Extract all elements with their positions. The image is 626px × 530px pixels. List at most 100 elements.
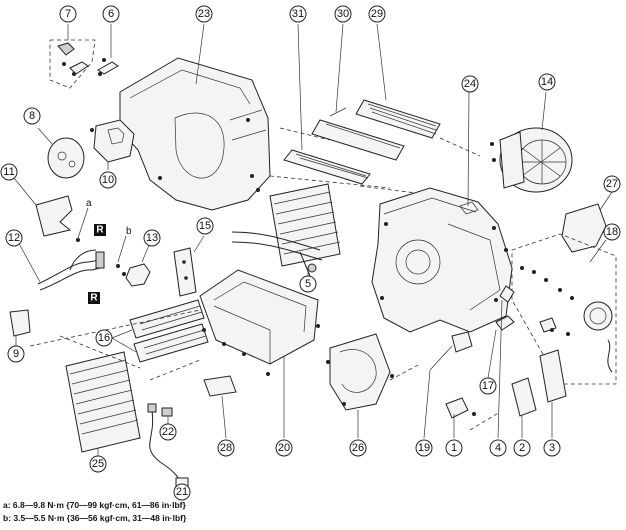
part-24-main-case bbox=[371, 91, 513, 333]
svg-text:R: R bbox=[96, 225, 104, 236]
callout-31: 31 bbox=[289, 5, 307, 23]
svg-text:26: 26 bbox=[352, 442, 364, 454]
callout-4: 4 bbox=[489, 439, 507, 457]
part-20-lower-case bbox=[199, 269, 320, 438]
callout-7: 7 bbox=[59, 5, 77, 23]
callout-10: 10 bbox=[99, 171, 117, 189]
callout-9: 9 bbox=[7, 345, 25, 363]
part-15-bracket bbox=[173, 235, 205, 297]
marker-b bbox=[117, 235, 127, 263]
part-12-pipe bbox=[15, 237, 105, 291]
part-26-duct bbox=[326, 333, 394, 438]
svg-text:20: 20 bbox=[278, 442, 290, 454]
svg-text:15: 15 bbox=[199, 220, 211, 232]
part-1-duct-piece bbox=[445, 397, 476, 438]
callout-2: 2 bbox=[513, 439, 531, 457]
svg-text:22: 22 bbox=[162, 426, 174, 438]
marker-a-label: a bbox=[86, 198, 92, 209]
svg-text:18: 18 bbox=[606, 226, 618, 238]
svg-text:7: 7 bbox=[65, 8, 71, 20]
part-25-heater-core bbox=[65, 351, 141, 458]
svg-text:5: 5 bbox=[305, 278, 311, 290]
part-4-lever bbox=[497, 285, 515, 439]
part-16-filters bbox=[111, 299, 209, 363]
svg-text:2: 2 bbox=[519, 442, 525, 454]
callout-18: 18 bbox=[603, 223, 621, 241]
part-27-cover bbox=[561, 191, 613, 253]
part-31-filter bbox=[283, 23, 371, 185]
callout-12: 12 bbox=[5, 229, 23, 247]
svg-text:28: 28 bbox=[220, 442, 232, 454]
marker-b-label: b bbox=[126, 226, 132, 237]
callout-23: 23 bbox=[195, 5, 213, 23]
svg-text:13: 13 bbox=[146, 232, 158, 244]
callout-8: 8 bbox=[23, 107, 41, 125]
callout-20: 20 bbox=[275, 439, 293, 457]
svg-text:9: 9 bbox=[13, 348, 19, 360]
part-3-bracket bbox=[539, 349, 567, 438]
marker-a bbox=[76, 207, 89, 242]
part-18-actuator-group bbox=[511, 233, 617, 385]
svg-text:11: 11 bbox=[3, 166, 14, 178]
part-8-foam bbox=[37, 127, 85, 179]
part-29-filter bbox=[355, 23, 441, 139]
part-7-sensor-group bbox=[49, 24, 96, 89]
callout-3: 3 bbox=[543, 439, 561, 457]
callout-19: 19 bbox=[415, 439, 433, 457]
callout-11: 11 bbox=[0, 163, 18, 181]
part-11-insulator bbox=[13, 177, 73, 237]
part-22-sensor bbox=[161, 407, 173, 424]
part-10-actuator bbox=[90, 119, 135, 170]
callout-27: 27 bbox=[603, 175, 621, 193]
part-30-frame bbox=[311, 23, 405, 161]
part-17-link bbox=[487, 315, 515, 379]
svg-text:24: 24 bbox=[464, 78, 476, 90]
svg-text:21: 21 bbox=[176, 486, 188, 498]
svg-text:31: 31 bbox=[292, 8, 304, 20]
part-19-bracket bbox=[423, 331, 473, 439]
svg-text:27: 27 bbox=[606, 178, 618, 190]
part-6-link bbox=[97, 24, 119, 76]
callout-26: 26 bbox=[349, 439, 367, 457]
svg-text:8: 8 bbox=[29, 110, 35, 122]
callout-17: 17 bbox=[479, 377, 497, 395]
svg-text:6: 6 bbox=[108, 8, 114, 20]
callout-28: 28 bbox=[217, 439, 235, 457]
svg-text:4: 4 bbox=[495, 442, 501, 454]
callout-21: 21 bbox=[173, 483, 191, 501]
part-28-pad bbox=[203, 375, 237, 439]
svg-text:1: 1 bbox=[451, 442, 457, 454]
svg-text:12: 12 bbox=[8, 232, 20, 244]
svg-text:30: 30 bbox=[337, 8, 349, 20]
svg-text:14: 14 bbox=[541, 76, 553, 88]
svg-text:23: 23 bbox=[198, 8, 210, 20]
r-marker-upper: R bbox=[94, 224, 106, 236]
svg-text:19: 19 bbox=[418, 442, 430, 454]
callout-14: 14 bbox=[538, 73, 556, 91]
callout-5: 5 bbox=[299, 275, 317, 293]
svg-text:16: 16 bbox=[98, 332, 110, 344]
callout-1: 1 bbox=[445, 439, 463, 457]
r-marker-lower: R bbox=[88, 292, 100, 304]
callout-29: 29 bbox=[368, 5, 386, 23]
torque-spec-b: b: 3.5—5.5 N·m {36—56 kgf·cm, 31—48 in·l… bbox=[3, 513, 187, 523]
svg-text:25: 25 bbox=[92, 458, 104, 470]
part-2-pad bbox=[511, 377, 537, 438]
torque-spec-a: a: 6.8—9.8 N·m {70—99 kgf·cm, 61—86 in·l… bbox=[3, 500, 186, 510]
callout-30: 30 bbox=[334, 5, 352, 23]
svg-text:29: 29 bbox=[371, 8, 383, 20]
callout-22: 22 bbox=[159, 423, 177, 441]
part-23-upper-case bbox=[119, 23, 271, 211]
svg-text:10: 10 bbox=[102, 174, 114, 186]
callout-13: 13 bbox=[143, 229, 161, 247]
svg-text:R: R bbox=[90, 293, 98, 304]
svg-text:3: 3 bbox=[549, 442, 555, 454]
part-5-evaporator bbox=[231, 183, 341, 278]
callout-16: 16 bbox=[95, 329, 113, 347]
callout-24: 24 bbox=[461, 75, 479, 93]
callout-15: 15 bbox=[196, 217, 214, 235]
callout-25: 25 bbox=[89, 455, 107, 473]
part-14-blower-motor bbox=[490, 91, 573, 193]
